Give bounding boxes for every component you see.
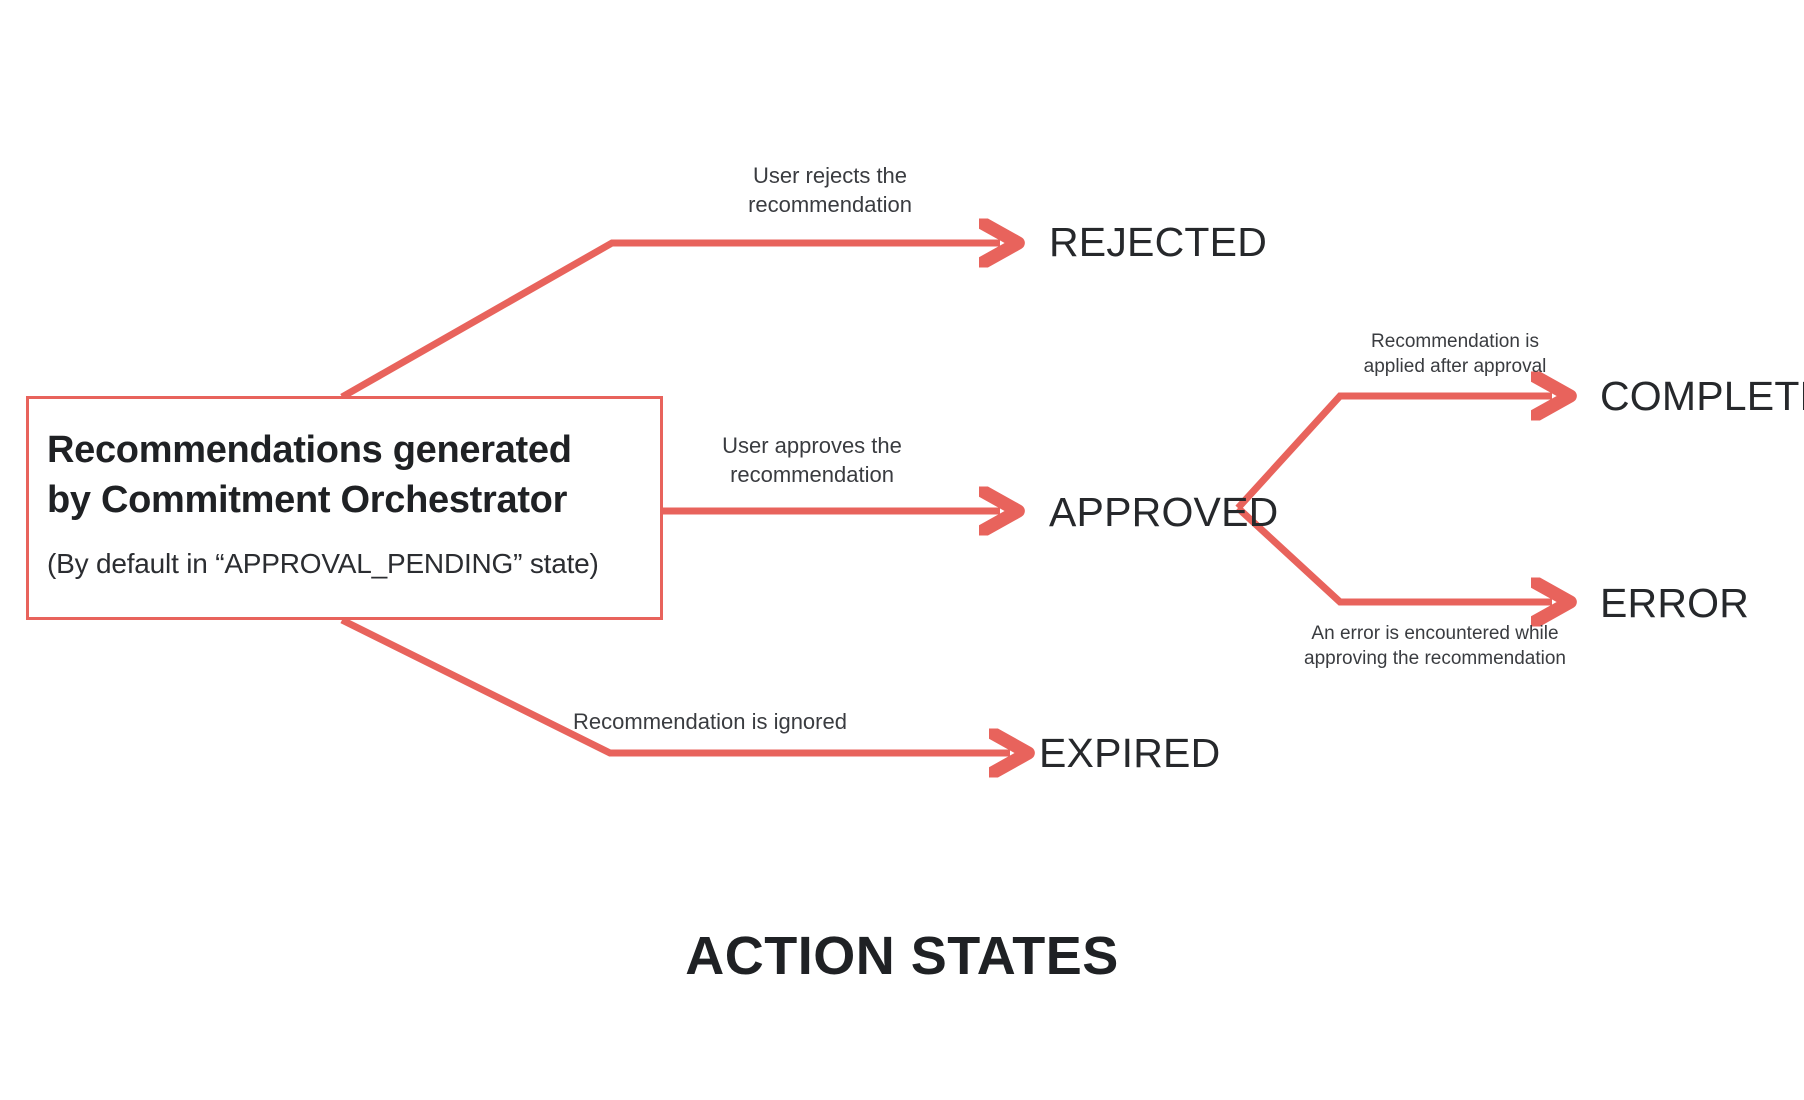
state-label-completed: COMPLETED: [1600, 373, 1804, 419]
edge-label-to-error: An error is encountered while approving …: [1304, 623, 1566, 669]
source-node-title: Recommendations generated by Commitment …: [47, 429, 572, 522]
edge-to-error: [1235, 505, 1552, 602]
source-node-subtitle: (By default in “APPROVAL_PENDING” state): [47, 548, 599, 580]
edge-label-to-approved: User approves the recommendation: [722, 433, 902, 487]
state-label-approved: APPROVED: [1049, 489, 1279, 535]
state-label-expired: EXPIRED: [1039, 730, 1221, 776]
state-label-error: ERROR: [1600, 580, 1750, 626]
state-label-rejected: REJECTED: [1049, 219, 1268, 265]
edge-label-to-completed: Recommendation is applied after approval: [1363, 331, 1547, 377]
edge-label-to-expired: Recommendation is ignored: [573, 709, 847, 734]
diagram-caption: ACTION STATES: [685, 926, 1119, 986]
edge-to-completed: [1235, 396, 1552, 511]
edge-label-to-rejected: User rejects the recommendation: [748, 163, 912, 217]
source-node: Recommendations generated by Commitment …: [26, 396, 663, 620]
edge-to-rejected: [340, 243, 1000, 401]
